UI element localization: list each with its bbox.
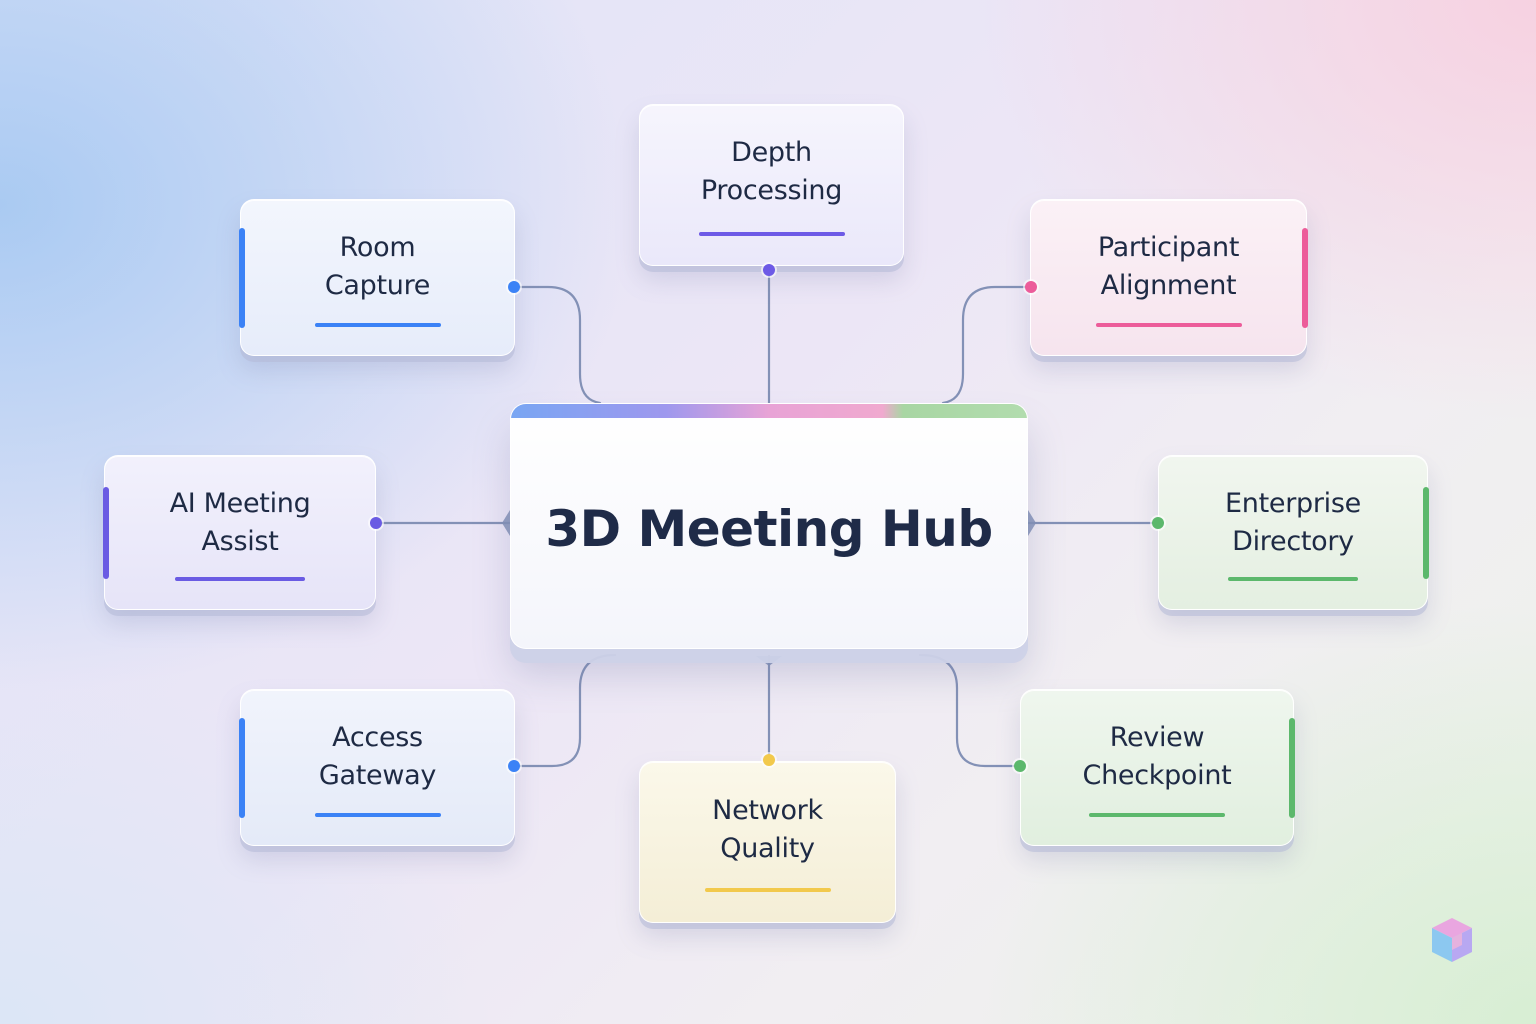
node-underline (698, 232, 845, 236)
dot-review-checkpoint (1014, 760, 1026, 772)
dot-depth-processing (763, 264, 775, 276)
dot-participant-alignment (1025, 281, 1037, 293)
node-underline (1095, 322, 1242, 327)
cube-logo-icon (1432, 918, 1472, 962)
dot-network-quality (763, 754, 775, 766)
hub-title: 3D Meeting Hub (545, 500, 993, 558)
node-accent-bar (1302, 227, 1308, 328)
node-accent-bar (239, 227, 245, 328)
node-underline (314, 322, 441, 327)
connector-review-checkpoint (918, 653, 1022, 768)
hub-port-bottom (756, 656, 782, 666)
dot-ai-meeting-assist (370, 517, 382, 529)
dot-enterprise-directory (1152, 517, 1164, 529)
node-underline (1089, 812, 1225, 817)
node-accent-bar (1289, 717, 1295, 818)
dot-access-gateway (508, 760, 520, 772)
connector-room-capture (512, 285, 602, 405)
hub-port-right (1028, 510, 1036, 536)
dot-room-capture (508, 281, 520, 293)
hub-color-stripe (511, 404, 1027, 418)
node-underline (704, 888, 831, 892)
connector-access-gateway (512, 653, 617, 768)
node-underline (314, 812, 441, 817)
hub-port-left (502, 510, 510, 536)
node-underline (175, 576, 305, 581)
node-accent-bar (103, 486, 109, 579)
hub-node[interactable]: 3D Meeting Hub (510, 403, 1028, 649)
node-accent-bar (239, 717, 245, 818)
connector-participant-alignment (941, 285, 1032, 405)
node-underline (1228, 576, 1358, 581)
node-accent-bar (1423, 486, 1429, 579)
